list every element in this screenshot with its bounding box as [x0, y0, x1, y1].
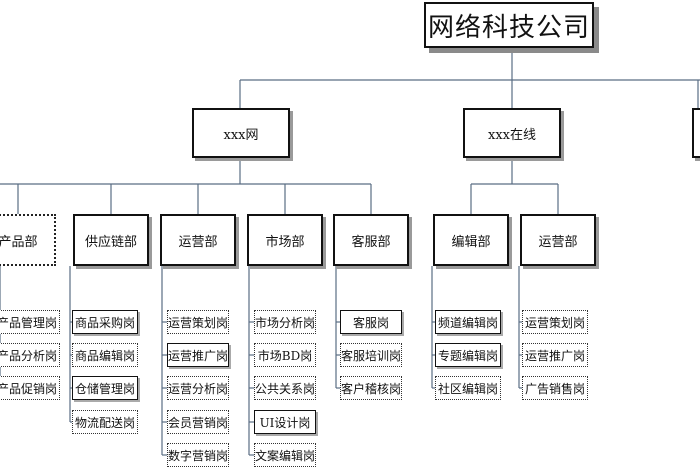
- role-box: 运营策划岗: [522, 310, 588, 334]
- role-box: 仓储管理岗: [72, 376, 138, 400]
- role-box: 产品促销岗: [0, 376, 60, 400]
- role-box: 广告销售岗: [522, 376, 588, 400]
- department-box-operations: 运营部: [160, 214, 236, 266]
- role-box: 运营推广岗: [167, 343, 229, 367]
- role-box: 频道编辑岗: [435, 310, 501, 334]
- role-box: 产品管理岗: [0, 310, 60, 334]
- role-box: 物流配送岗: [72, 410, 138, 434]
- role-box: 运营推广岗: [522, 343, 588, 367]
- role-box: 运营策划岗: [167, 310, 229, 334]
- role-box: 产品分析岗: [0, 343, 60, 367]
- role-box: 商品编辑岗: [72, 343, 138, 367]
- department-box-operations-online: 运营部: [520, 214, 596, 266]
- department-box-editorial: 编辑部: [433, 214, 509, 266]
- role-box: 市场分析岗: [254, 310, 316, 334]
- role-box: 数字营销岗: [167, 443, 229, 467]
- division-box-xxx-zaixian: xxx在线: [463, 108, 561, 158]
- role-box: 会员营销岗: [167, 410, 229, 434]
- role-box: 文案编辑岗: [254, 443, 316, 467]
- role-box: UI设计岗: [254, 410, 316, 434]
- role-box: 公共关系岗: [254, 376, 316, 400]
- division-box-third-partial: [692, 108, 700, 158]
- role-box: 市场BD岗: [254, 343, 316, 367]
- role-box: 客户稽核岗: [340, 376, 402, 400]
- role-box: 专题编辑岗: [435, 343, 501, 367]
- role-box: 社区编辑岗: [435, 376, 501, 400]
- department-box-customer-service: 客服部: [333, 214, 409, 266]
- company-root-box: 网络科技公司: [424, 2, 594, 48]
- role-box: 运营分析岗: [167, 376, 229, 400]
- role-box: 客服岗: [340, 310, 402, 334]
- department-box-marketing: 市场部: [247, 214, 323, 266]
- division-box-xxx-wang: xxx网: [192, 108, 290, 158]
- role-box: 商品采购岗: [72, 310, 138, 334]
- role-box: 客服培训岗: [340, 343, 402, 367]
- department-box-supply-chain: 供应链部: [73, 214, 149, 266]
- department-box-product: 产品部: [0, 214, 56, 266]
